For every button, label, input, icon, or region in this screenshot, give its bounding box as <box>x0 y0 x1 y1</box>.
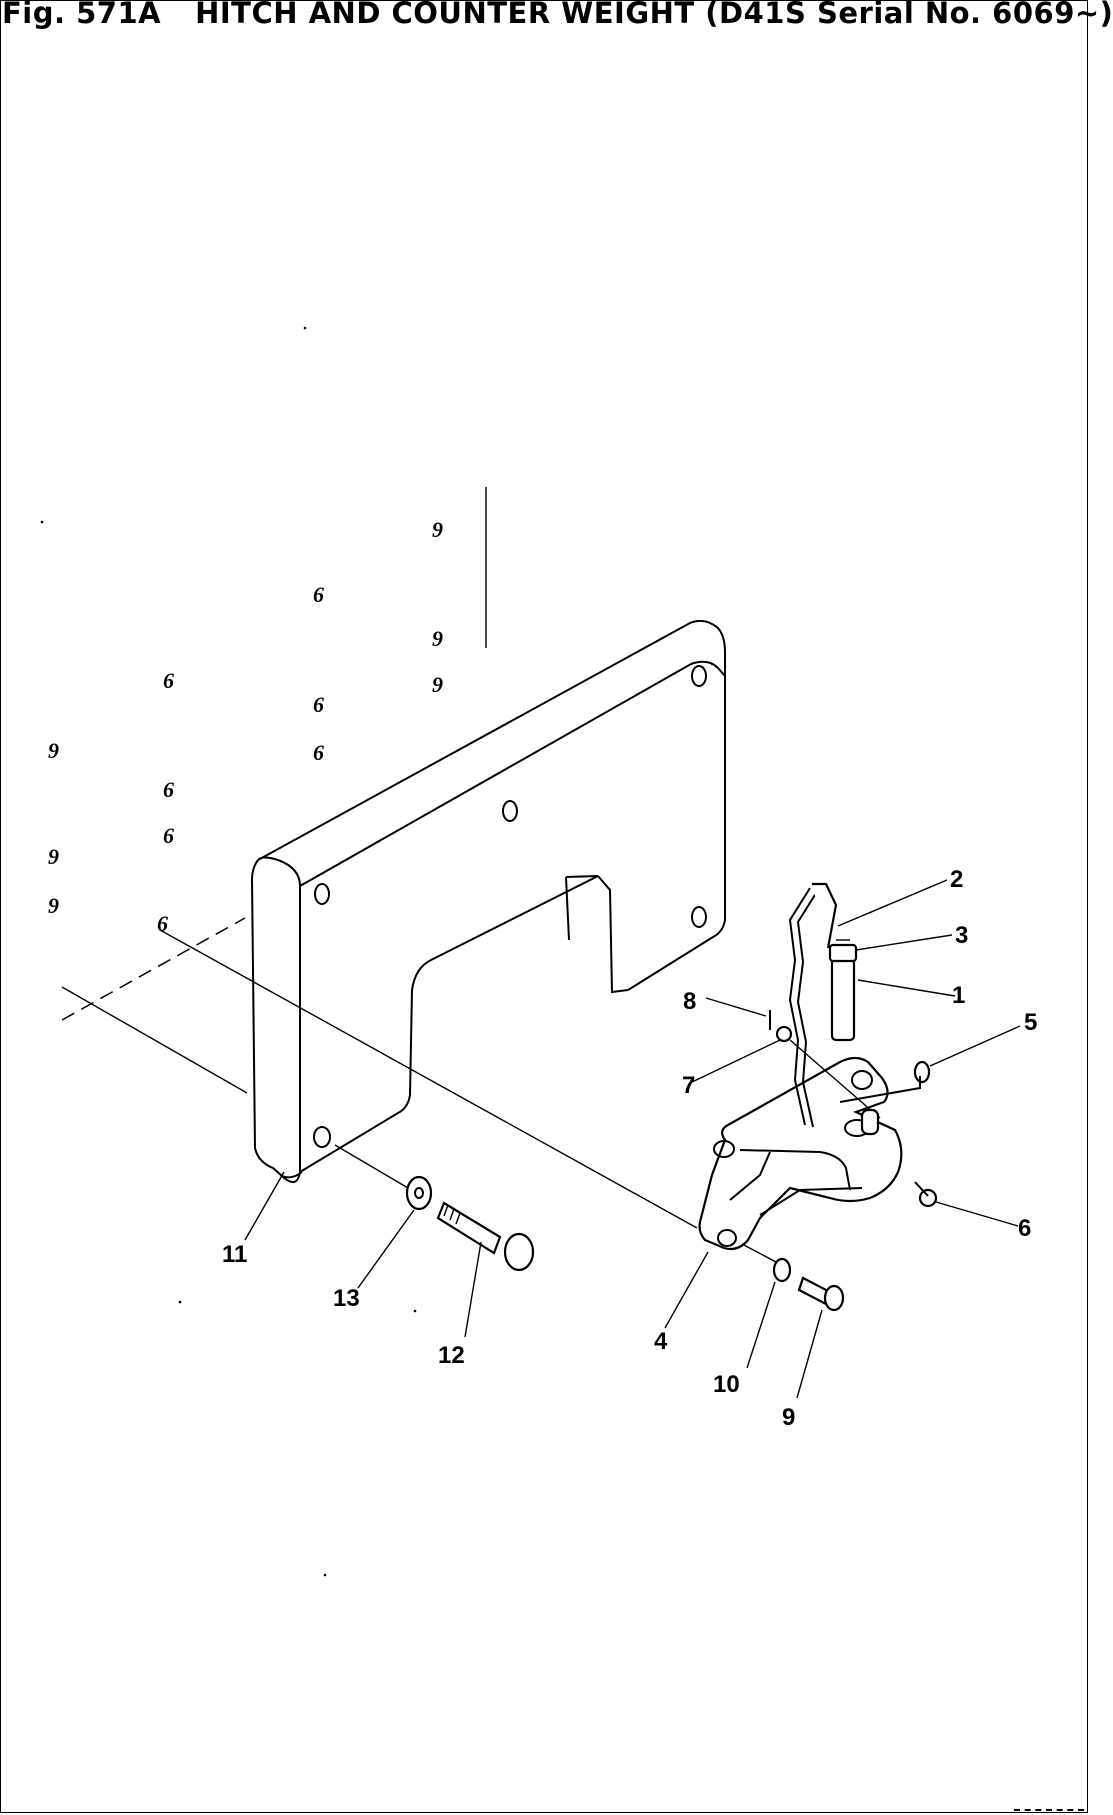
stray-mark-6: 6 <box>163 823 174 848</box>
stray-mark-9: 9 <box>48 893 59 918</box>
stray-mark-6: 6 <box>313 582 324 607</box>
callout-numbers: 1 2 3 4 5 6 7 8 9 10 11 12 13 <box>222 866 1037 1431</box>
leader-line <box>159 929 698 1229</box>
stray-marks: 9 9 9 9 9 9 6 6 6 6 6 6 6 <box>48 517 443 936</box>
stray-specks <box>40 326 417 1577</box>
callout-12: 12 <box>438 1342 465 1369</box>
stray-mark-6: 6 <box>313 740 324 765</box>
callout-4: 4 <box>654 1328 668 1355</box>
stray-mark-9: 9 <box>432 672 443 697</box>
ring-7 <box>775 1025 793 1043</box>
figure-number: Fig. 571A <box>2 0 162 30</box>
leader-line <box>61 986 248 1094</box>
stray-mark-9: 9 <box>432 626 443 651</box>
counterweight <box>250 619 726 1183</box>
stray-mark-9: 9 <box>48 738 59 763</box>
callout-6: 6 <box>1018 1215 1031 1242</box>
callout-2: 2 <box>950 866 963 893</box>
part-5-and-6 <box>839 1060 938 1208</box>
callout-1: 1 <box>952 982 965 1009</box>
leader-line <box>334 1144 409 1189</box>
stray-mark-9: 9 <box>432 517 443 542</box>
stray-mark-6: 6 <box>163 777 174 802</box>
bolt-9 <box>797 1276 845 1312</box>
bolt-12 <box>436 1201 535 1272</box>
stray-mark-6: 6 <box>157 911 168 936</box>
callout-5: 5 <box>1024 1009 1037 1036</box>
leader-line <box>741 1243 777 1263</box>
leader-line <box>789 1039 881 1119</box>
callout-11: 11 <box>222 1241 247 1268</box>
page-corner-mark <box>1014 1809 1084 1811</box>
stray-mark-9: 9 <box>48 844 59 869</box>
callout-leaders <box>244 879 1021 1399</box>
drawing-frame <box>0 0 1088 1813</box>
figure-caption: HITCH AND COUNTER WEIGHT (D41S Serial No… <box>195 0 1113 30</box>
callout-13: 13 <box>333 1285 360 1312</box>
callout-8: 8 <box>683 988 696 1015</box>
exploded-parts-diagram: 9 9 9 9 9 9 6 6 6 6 6 6 6 <box>40 326 1037 1577</box>
hitch-4 <box>698 1056 903 1251</box>
callout-9: 9 <box>782 1404 795 1431</box>
figure-title: Fig. 571A HITCH AND COUNTER WEIGHT (D41S … <box>2 0 1113 30</box>
pin-and-chain <box>788 882 858 1128</box>
dashed-leader <box>61 917 246 1021</box>
callout-7: 7 <box>682 1072 695 1099</box>
callout-3: 3 <box>955 922 968 949</box>
washer-13 <box>405 1175 433 1211</box>
stray-mark-6: 6 <box>313 692 324 717</box>
washer-10 <box>772 1257 792 1283</box>
callout-10: 10 <box>713 1371 740 1398</box>
stray-mark-6: 6 <box>163 668 174 693</box>
